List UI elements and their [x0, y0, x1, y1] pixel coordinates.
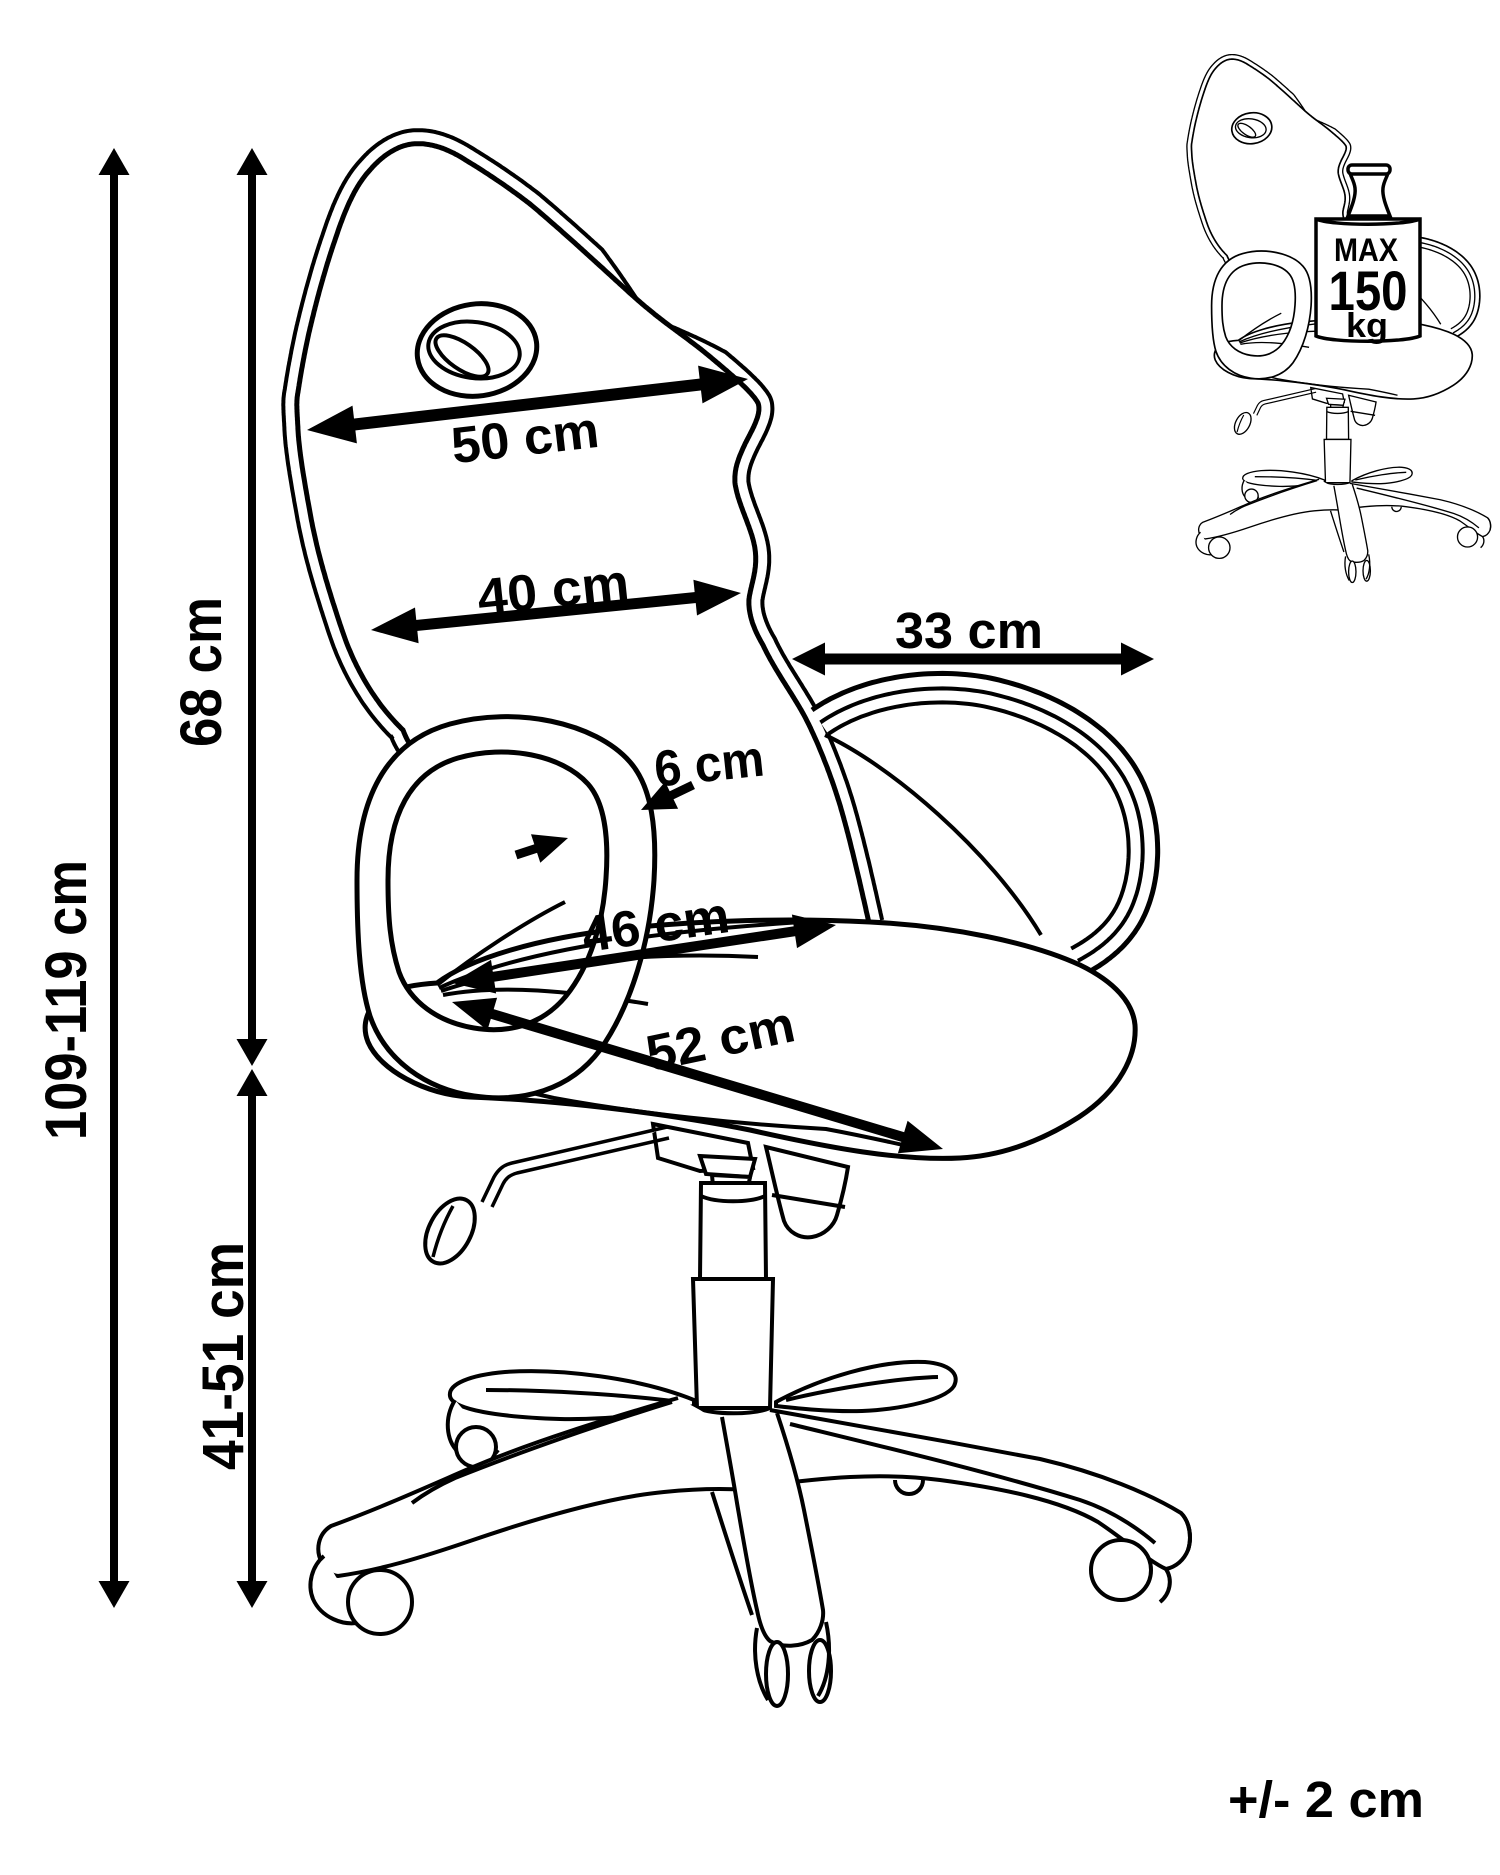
svg-text:kg: kg — [1346, 307, 1388, 345]
svg-text:+/- 2 cm: +/- 2 cm — [1228, 1771, 1424, 1828]
svg-text:68 cm: 68 cm — [169, 597, 234, 747]
svg-text:MAX: MAX — [1334, 232, 1399, 268]
svg-text:6 cm: 6 cm — [651, 730, 766, 798]
svg-text:41-51 cm: 41-51 cm — [191, 1242, 256, 1470]
svg-text:33 cm: 33 cm — [895, 602, 1043, 659]
svg-text:150: 150 — [1329, 259, 1408, 322]
svg-text:109-119 cm: 109-119 cm — [34, 860, 99, 1140]
